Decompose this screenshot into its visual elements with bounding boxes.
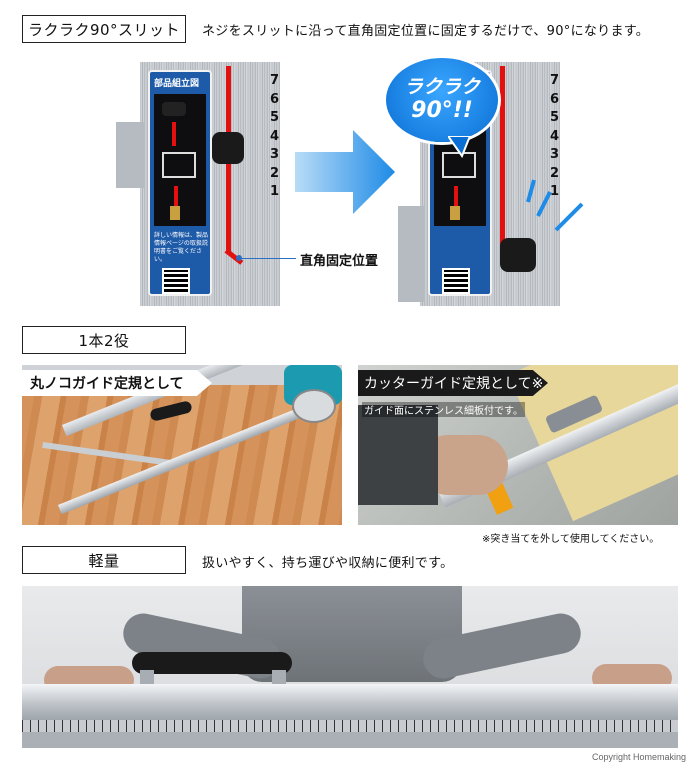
assembly-card: 部品組立図 詳しい情報は、製品情報ページの取扱説明書をご覧ください。 [148,70,212,296]
before-photo: 部品組立図 詳しい情報は、製品情報ページの取扱説明書をご覧ください。 [140,62,280,306]
rail-end-piece-right [398,206,424,302]
cutter-subtext: ガイド面にステンレス細板付です。 [362,402,525,417]
rakuraku-balloon: ラクラク 90°!! [386,58,498,142]
assembly-card-text: 詳しい情報は、製品情報ページの取扱説明書をご覧ください。 [154,232,209,263]
cutter-tag: カッターガイド定規として※ [358,370,548,396]
arrow-right-icon [295,130,395,214]
balloon-text-line2: 90°!! [411,98,473,123]
section-label-text: ラクラク90°スリット [27,20,181,39]
section-label-rakuraku: ラクラク90°スリット [22,15,186,43]
knob-icon [212,132,244,164]
lightweight-photo [22,586,678,748]
knob-icon [500,238,536,272]
assembly-diagram [154,94,206,226]
section-label-dual-use: 1本2役 [22,326,186,354]
section-label-lightweight: 軽量 [22,546,186,574]
assembly-card-title: 部品組立図 [154,79,200,89]
balloon-text-line1: ラクラク [403,76,480,98]
motion-lines-icon [526,179,584,232]
callout-line [240,258,296,259]
usage-note: ※突き当てを外して使用してください。 [482,534,660,545]
slit-red-line [500,66,505,252]
rail-scale [22,720,678,732]
qr-code-icon [162,268,190,294]
copyright-text: Copyright Homemaking [592,752,687,762]
section3-description: 扱いやすく、持ち運びや収納に便利です。 [202,556,454,571]
qr-code-icon [442,268,470,294]
section-description: ネジをスリットに沿って直角固定位置に固定するだけで、90°になります。 [202,24,650,39]
guide-rail [22,684,678,720]
circular-saw-tag: 丸ノコガイド定規として [22,370,212,396]
handle-icon [132,652,292,674]
rail-end-piece [116,122,144,188]
balloon-tail [448,136,472,158]
callout-text: 直角固定位置 [300,254,379,269]
